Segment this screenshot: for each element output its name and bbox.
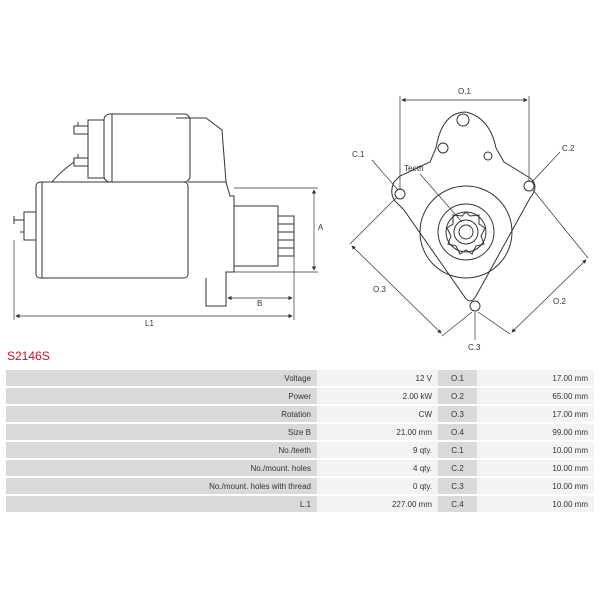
hole-c2-label: C.2 [562,144,575,153]
hole-c3-label: C.3 [468,343,481,352]
dimension-key: C.1 [438,442,477,458]
dimension-key: C.3 [438,478,477,494]
spec-value: 12 V [317,370,438,386]
hole-c1-label: C.1 [352,150,365,159]
dimension-l1-label: L1 [145,319,154,328]
spec-value: 227.00 mm [317,496,438,512]
dimension-o3-label: O.3 [373,285,386,294]
spec-value: 2.00 kW [317,388,438,404]
spec-value: 0 qty. [317,478,438,494]
spec-label: No./mount. holes [6,460,317,476]
starter-side-view [13,113,295,307]
dimension-key: O.3 [438,406,477,422]
spec-label: Size B [6,424,317,440]
dimension-key: O.1 [438,370,477,386]
spec-label: No./mount. holes with thread [6,478,317,494]
starter-front-view [391,111,536,312]
dimension-value: 10.00 mm [477,442,594,458]
dimension-value: 17.00 mm [477,370,594,386]
dimension-key: O.4 [438,424,477,440]
dimension-key: O.2 [438,388,477,404]
dimension-value: 10.00 mm [477,460,594,476]
spec-value: 4 qty. [317,460,438,476]
dimension-b-label: B [257,299,262,308]
spec-label: L.1 [6,496,317,512]
dimension-a-label: A [318,223,324,232]
spec-label: No./teeth [6,442,317,458]
side-view-dimensions [13,187,318,320]
dimension-key: C.2 [438,460,477,476]
dimension-value: 99.00 mm [477,424,594,440]
spec-label: Power [6,388,317,404]
dimension-value: 65.00 mm [477,388,594,404]
spec-value: 21.00 mm [317,424,438,440]
spec-value: 9 qty. [317,442,438,458]
technical-drawing: A B L1 [13,87,589,352]
part-number: S2146S [7,349,50,363]
dimension-value: 10.00 mm [477,478,594,494]
spec-label: Voltage [6,370,317,386]
teeth-label: Teeth [404,164,424,173]
front-view-dimensions [349,96,589,340]
dimension-value: 10.00 mm [477,496,594,512]
dimension-o2-label: O.2 [553,297,566,306]
dimension-o1-label: O.1 [458,87,471,96]
dimension-value: 17.00 mm [477,406,594,422]
dimension-key: C.4 [438,496,477,512]
spec-value: CW [317,406,438,422]
spec-label: Rotation [6,406,317,422]
